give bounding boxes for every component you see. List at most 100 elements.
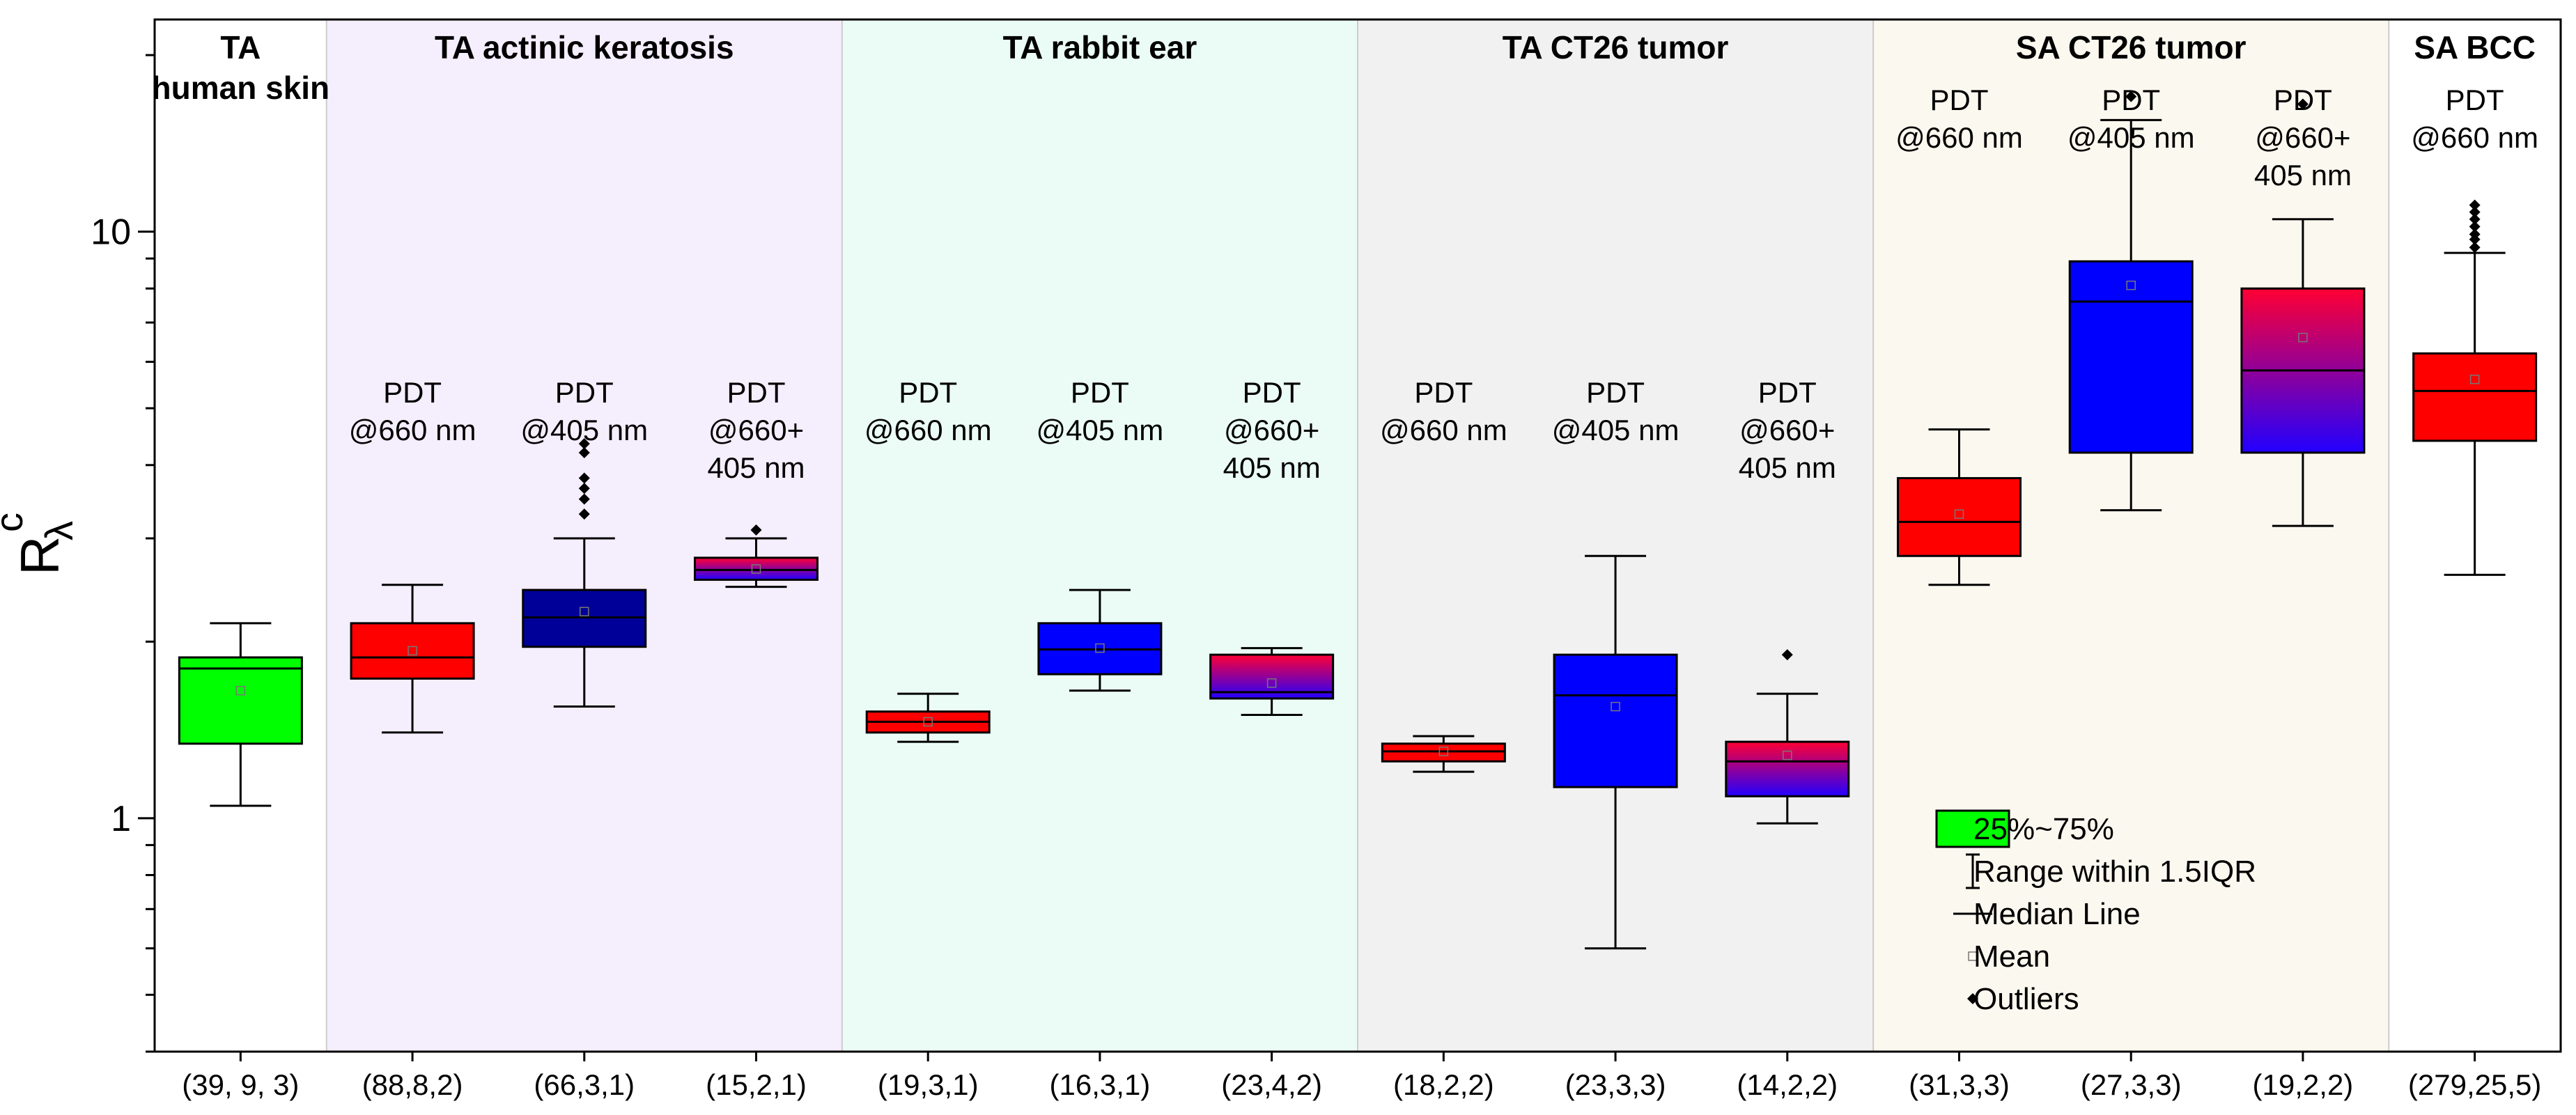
mean-marker — [1954, 509, 1964, 519]
group-title: SA CT26 tumor — [2016, 29, 2247, 65]
group-title: human skin — [152, 70, 330, 106]
x-tick-label: (66,3,1) — [534, 1068, 635, 1101]
outlier-point — [578, 483, 590, 494]
x-tick-label: (23,3,3) — [1565, 1068, 1666, 1101]
x-tick-label: (16,3,1) — [1050, 1068, 1151, 1101]
legend-label: 25%~75% — [1973, 812, 2114, 846]
condition-label: 405 nm — [1739, 451, 1836, 484]
box-10 — [1725, 649, 1850, 825]
legend-label: Outliers — [1973, 982, 2079, 1016]
condition-label: 405 nm — [1223, 451, 1321, 484]
x-tick-label: (279,25,5) — [2408, 1068, 2541, 1101]
condition-label: @405 nm — [2067, 121, 2195, 154]
group-title: TA CT26 tumor — [1503, 29, 1729, 65]
legend-item: Range within 1.5IQR — [1966, 853, 2256, 889]
group-title: TA — [220, 29, 261, 65]
legend-mean-swatch — [1968, 951, 1978, 961]
outlier-point — [2469, 221, 2481, 233]
iqr-box — [2412, 352, 2538, 442]
box-9 — [1553, 554, 1678, 950]
box-11 — [1897, 428, 2022, 586]
x-tick-label: (39, 9, 3) — [182, 1068, 299, 1101]
x-tick-label: (15,2,1) — [706, 1068, 807, 1101]
condition-label: PDT — [2102, 84, 2160, 116]
condition-label: @660+ — [1739, 414, 1835, 446]
mean-marker — [1611, 701, 1620, 712]
mean-marker — [923, 717, 933, 727]
condition-label: @660+ — [1224, 414, 1319, 446]
y-axis-label-main: R — [9, 536, 70, 575]
condition-label: @660 nm — [349, 414, 476, 446]
mean-marker — [1783, 750, 1792, 761]
condition-label: PDT — [1930, 84, 1989, 116]
x-tick-label: (88,8,2) — [362, 1068, 463, 1101]
mean-marker — [1095, 643, 1105, 653]
condition-label: PDT — [555, 376, 614, 409]
legend-item: 25%~75% — [1935, 809, 2114, 848]
box-13 — [2240, 98, 2366, 527]
legend-label: Range within 1.5IQR — [1973, 855, 2256, 889]
iqr-box — [1381, 742, 1506, 763]
legend-box-swatch — [1935, 809, 2010, 848]
legend-item: Outliers — [1967, 982, 2079, 1016]
box-6 — [1037, 588, 1163, 692]
iqr-box — [694, 556, 818, 581]
iqr-box — [178, 656, 303, 745]
condition-label: @405 nm — [520, 414, 648, 446]
condition-label: @660 nm — [864, 414, 992, 446]
outlier-point — [578, 508, 590, 520]
y-tick-label: 10 — [91, 212, 131, 253]
x-tick-label: (18,2,2) — [1393, 1068, 1494, 1101]
legend-outlier-swatch — [1967, 993, 1978, 1004]
group-title: TA rabbit ear — [1003, 29, 1197, 65]
condition-label: PDT — [1586, 376, 1645, 409]
x-tick-label: (14,2,2) — [1737, 1068, 1838, 1101]
y-axis-label: Rλc — [0, 513, 81, 575]
legend-item: Mean — [1968, 939, 2050, 974]
mean-marker — [235, 685, 246, 696]
box-1 — [178, 622, 303, 807]
condition-label: PDT — [899, 376, 957, 409]
condition-label: 405 nm — [2254, 159, 2352, 192]
legend-label: Median Line — [1973, 897, 2141, 931]
outlier-point — [578, 493, 590, 505]
outlier-point — [2469, 228, 2481, 240]
y-tick-label: 1 — [111, 799, 131, 839]
box-7 — [1209, 647, 1335, 717]
condition-label: @405 nm — [1552, 414, 1679, 446]
condition-label: PDT — [1243, 376, 1301, 409]
group-band — [841, 20, 1358, 1052]
outlier-point — [2469, 199, 2481, 211]
iqr-box — [1553, 653, 1678, 788]
outlier-point — [2469, 213, 2481, 225]
condition-label: PDT — [1071, 376, 1129, 409]
outlier-point — [578, 446, 590, 458]
group-title: TA actinic keratosis — [435, 29, 734, 65]
condition-label: @660 nm — [1380, 414, 1507, 446]
group-title: SA BCC — [2414, 29, 2536, 65]
box-4 — [694, 524, 818, 588]
mean-marker — [408, 646, 417, 656]
condition-label: @660 nm — [1895, 121, 2023, 154]
condition-label: @660 nm — [2411, 121, 2538, 154]
legend-label: Mean — [1973, 939, 2050, 974]
mean-marker — [751, 564, 761, 574]
y-axis-label-sup: c — [0, 513, 31, 532]
group-band — [326, 20, 842, 1052]
outlier-point — [1781, 649, 1793, 661]
box-3 — [522, 438, 647, 708]
condition-label: 405 nm — [707, 451, 805, 484]
outlier-point — [2469, 206, 2481, 218]
condition-label: PDT — [1758, 376, 1817, 409]
outlier-point — [750, 524, 762, 536]
outlier-point — [2297, 98, 2309, 110]
x-tick-label: (27,3,3) — [2081, 1068, 2182, 1101]
box-2 — [350, 584, 475, 734]
plot-frame — [153, 18, 2562, 1053]
outlier-point — [2469, 242, 2481, 254]
box-5 — [865, 692, 991, 743]
mean-marker — [1438, 747, 1449, 756]
iqr-box — [1897, 477, 2022, 557]
